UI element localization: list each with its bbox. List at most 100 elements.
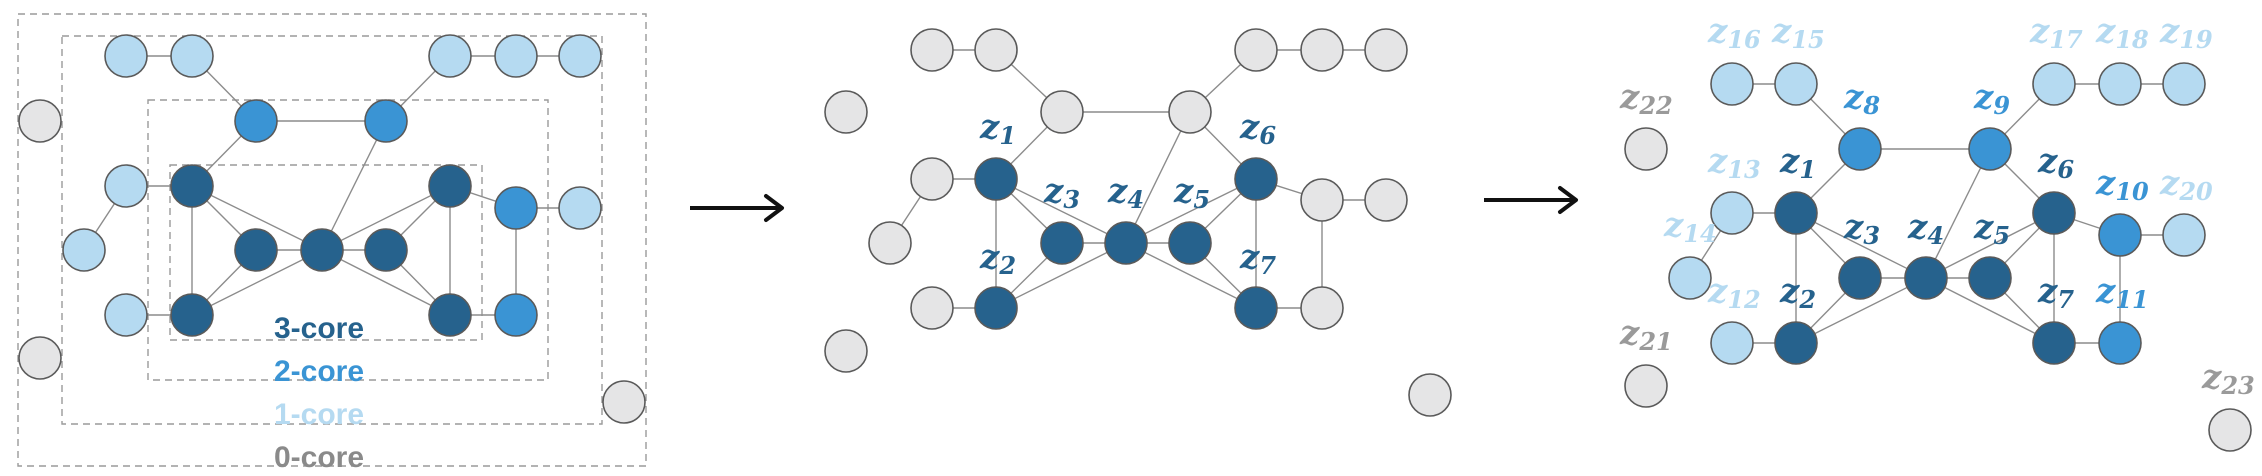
label-z6: z6 [2037,141,2074,184]
node-1-core [170,34,214,78]
legend-2-core: 2-core [274,355,364,388]
panel1-edges [83,55,580,316]
node-z5 [1168,221,1212,265]
legend-0-core: 0-core [274,441,364,474]
edge [1925,277,2055,344]
node-other [1040,90,1084,134]
node-z8 [1838,127,1882,171]
label-z13: z13 [1707,141,1761,184]
label-z1: z1 [979,107,1016,150]
label-z16: z16 [1707,11,1761,54]
panel-selected-core: z1 z2 z3 z4 z5 z6 z7 [824,28,1452,417]
node-other [1408,373,1452,417]
node-2-core [494,293,538,337]
node-z14 [1668,256,1712,300]
node-z1 [974,157,1018,201]
edge [1925,148,1991,279]
label-z1: z1 [1779,141,1816,184]
node-other [910,28,954,72]
node-z3 [1040,221,1084,265]
node-z3 [1838,256,1882,300]
panel3-labels: z1 z2 z3 z4 z5 z6 z7 z8 z9 z10 z11 z12 z… [1619,11,2255,400]
node-1-core [558,186,602,230]
arrow-right-icon [690,194,784,222]
node-other [1364,178,1408,222]
node-z5 [1968,256,2012,300]
node-1-core [494,34,538,78]
node-1-core [104,164,148,208]
label-z5: z5 [1973,207,2010,250]
node-z20 [2162,213,2206,257]
panel2-edges [889,49,1386,309]
panel1-nodes [18,34,646,424]
node-z7 [2032,321,2076,365]
edge [1795,212,1927,279]
panel2-labels: z1 z2 z3 z4 z5 z6 z7 [979,107,1276,280]
label-z5: z5 [1173,171,1210,214]
node-1-core [104,293,148,337]
node-z6 [2032,191,2076,235]
label-z9: z9 [1973,77,2010,120]
edge [1125,242,1257,309]
edge [995,178,1127,244]
node-3-core [170,293,214,337]
label-z14: z14 [1663,205,1717,248]
label-z7: z7 [2037,271,2074,314]
node-z17 [2032,62,2076,106]
node-other [824,329,868,373]
node-z2 [1774,321,1818,365]
label-z17: z17 [2029,11,2083,54]
edge [321,185,451,251]
node-1-core [558,34,602,78]
label-z4: z4 [1107,171,1144,214]
box-0-core [17,13,647,467]
node-z12 [1710,321,1754,365]
label-z18: z18 [2095,11,2149,54]
legend-3-core: 3-core [274,312,364,345]
node-z18 [2098,62,2142,106]
panel-labelled-graph: z1 z2 z3 z4 z5 z6 z7 z8 z9 z10 z11 z12 z… [1619,11,2255,452]
label-z3: z3 [1043,171,1080,214]
label-z21: z21 [1619,313,1673,356]
edge [995,242,1127,309]
node-other [1234,28,1278,72]
label-z7: z7 [1239,237,1276,280]
node-z19 [2162,62,2206,106]
panel3-nodes [1624,62,2252,452]
node-2-core [234,99,278,143]
label-z15: z15 [1771,11,1825,54]
box-1-core [61,35,603,425]
node-0-core [18,336,62,380]
node-0-core [18,99,62,143]
edge [1925,212,2055,279]
node-3-core [364,228,408,272]
node-z6 [1234,157,1278,201]
node-z10 [2098,213,2142,257]
node-z16 [1710,62,1754,106]
label-z23: z23 [2201,357,2255,400]
node-3-core [428,293,472,337]
node-z11 [2098,321,2142,365]
label-z19: z19 [2159,11,2213,54]
node-3-core [234,228,278,272]
label-z2: z2 [1779,271,1816,314]
box-2-core [147,99,549,381]
node-other [868,221,912,265]
box-3-core [169,164,483,341]
node-z7 [1234,286,1278,330]
node-other [1300,286,1344,330]
label-z20: z20 [2159,163,2213,206]
node-other [1300,178,1344,222]
label-z10: z10 [2095,163,2149,206]
node-z4 [1104,221,1148,265]
node-z13 [1710,191,1754,235]
node-other [910,157,954,201]
node-z15 [1774,62,1818,106]
node-1-core [62,228,106,272]
edge [321,120,387,251]
label-z22: z22 [1619,77,1673,120]
label-z3: z3 [1843,207,1880,250]
node-z9 [1968,127,2012,171]
node-other [910,286,954,330]
